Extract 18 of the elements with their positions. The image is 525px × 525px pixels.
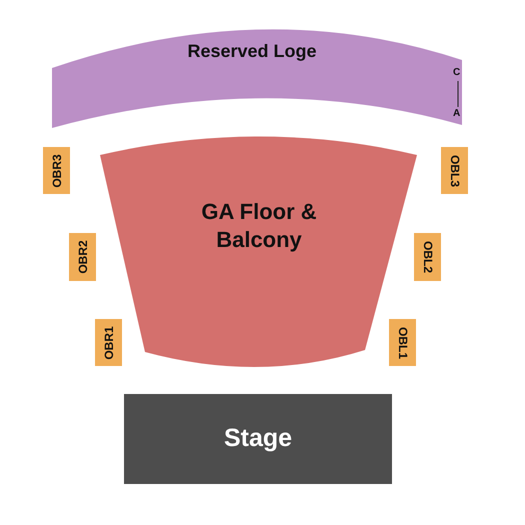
stage-area [124,394,392,484]
row-label: C [453,67,460,78]
section-label: OBR1 [102,326,116,360]
box-section-tag [441,147,468,194]
box-section-tag [389,319,416,366]
row-label: A [453,108,460,119]
section-label: OBL1 [396,326,410,358]
section-label: OBR2 [76,240,90,274]
section-label: Stage [222,423,294,454]
box-section-tag [95,319,122,366]
box-section-tag [43,147,70,194]
box-section-tag [69,233,96,281]
box-section-tag [414,233,441,281]
section-label: OBR3 [50,154,64,188]
section-label: OBL2 [420,241,434,273]
section-label: Reserved Loge [186,40,318,62]
section-label: GA Floor & Balcony [200,198,318,253]
section-label: OBL3 [448,154,462,186]
